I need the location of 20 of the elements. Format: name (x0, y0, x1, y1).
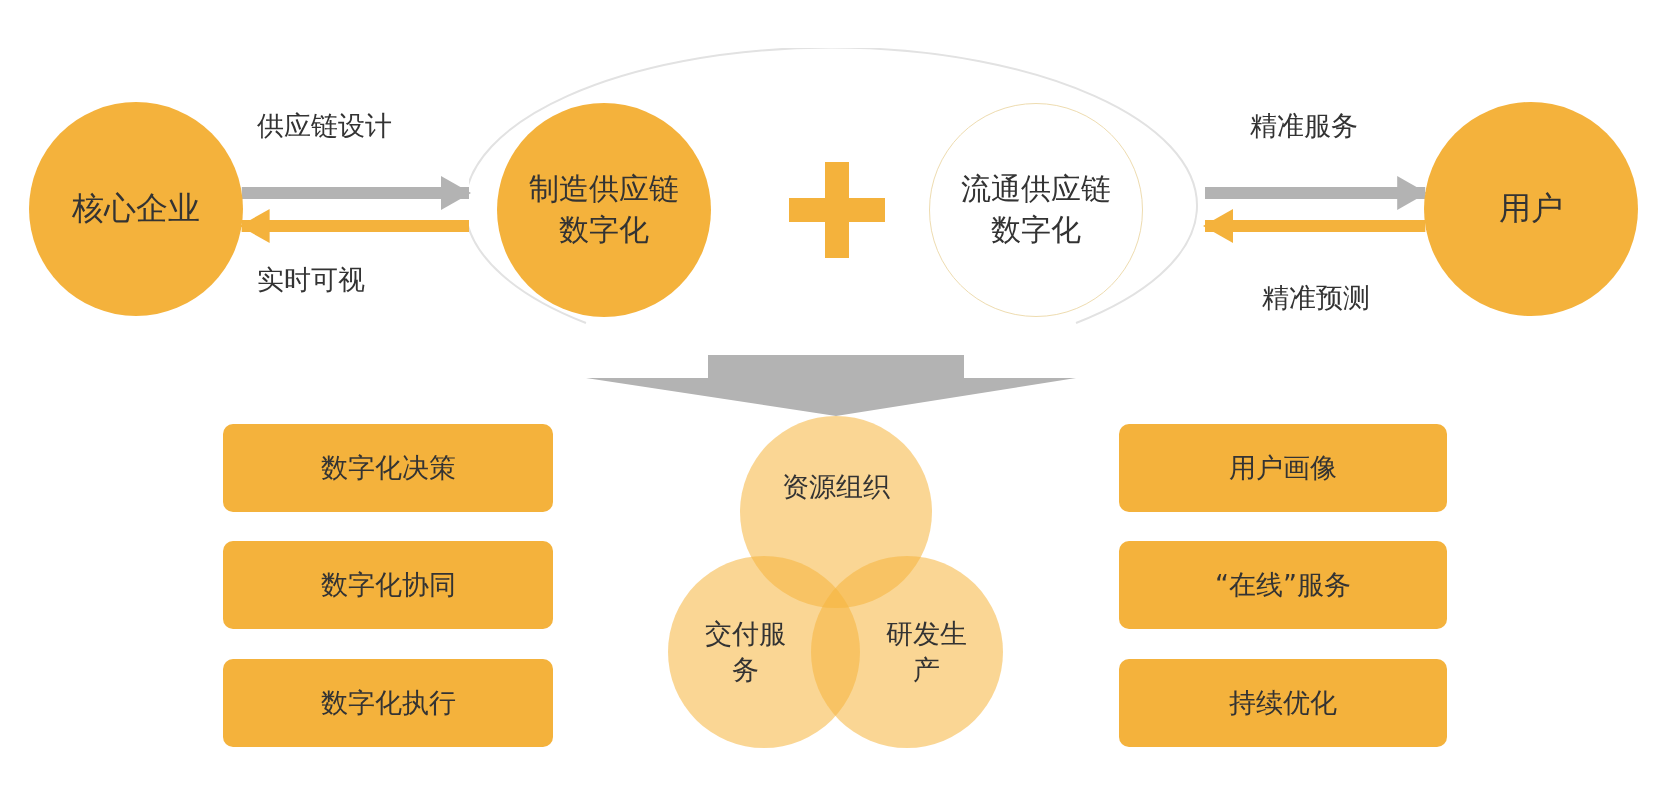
edge-label: 精准预测 (1262, 281, 1370, 315)
feature-box: 用户画像 (1119, 424, 1447, 512)
arrow (241, 176, 471, 210)
circle-node: 制造供应链数字化 (497, 103, 711, 317)
circle-node: 核心企业 (29, 102, 243, 316)
edge-label: 实时可视 (257, 263, 365, 297)
arrow (586, 355, 1076, 416)
edge-label: 精准服务 (1250, 109, 1358, 143)
arrow (1205, 176, 1428, 210)
arrow (239, 209, 469, 243)
edge-label: 供应链设计 (257, 109, 392, 143)
feature-box: 数字化决策 (223, 424, 553, 512)
feature-box: 数字化协同 (223, 541, 553, 629)
feature-box: 数字化执行 (223, 659, 553, 747)
circle-node: 用户 (1424, 102, 1638, 316)
feature-box: “在线”服务 (1119, 541, 1447, 629)
circle-node: 流通供应链数字化 (929, 103, 1143, 317)
feature-box: 持续优化 (1119, 659, 1447, 747)
arrow (1203, 209, 1426, 243)
venn-circle: 研发生产 (811, 556, 1003, 748)
